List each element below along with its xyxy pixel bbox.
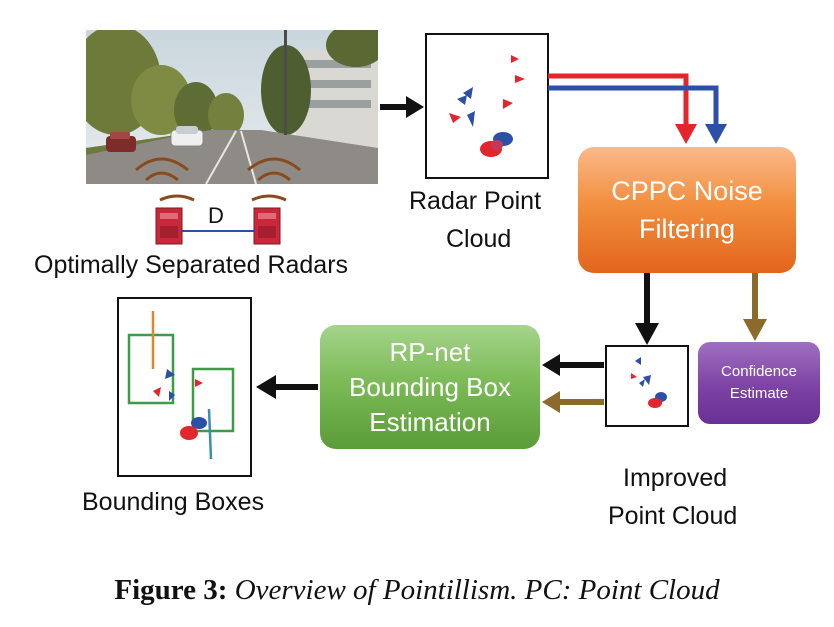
radar-pc-label-line2: Cloud: [446, 225, 512, 253]
arrows-radar-pc-to-cppc: [548, 73, 727, 144]
radars-caption: Optimally Separated Radars: [34, 251, 349, 279]
street-scene-photo: [86, 30, 378, 184]
bounding-boxes-panel: [117, 297, 252, 477]
arrow-rpnet-to-bboxes: [256, 375, 318, 399]
radar-point-cloud-points: [449, 55, 525, 157]
rpnet-line1: RP-net: [389, 336, 471, 367]
cppc-line1: CPPC Noise: [611, 176, 763, 206]
figure-label: Figure 3:: [114, 574, 228, 606]
distance-label: D: [208, 203, 224, 228]
improved-pc-label-line2: Point Cloud: [608, 502, 738, 530]
confidence-estimate-box: Confidence Estimate: [698, 342, 820, 424]
radar-pc-label-line1: Radar Point: [409, 187, 542, 215]
arrow-cppc-to-confidence: [743, 273, 767, 341]
cppc-noise-filtering-box: CPPC Noise Filtering: [578, 147, 796, 273]
improved-point-cloud-panel: [605, 345, 689, 427]
cppc-line2: Filtering: [638, 214, 736, 244]
improved-point-cloud-points: [631, 357, 667, 408]
arrow-cppc-to-improved-pc: [635, 273, 659, 345]
confidence-line1: Confidence: [721, 363, 797, 380]
rpnet-line2: Bounding Box: [349, 371, 511, 402]
improved-pc-label-line1: Improved: [623, 464, 728, 492]
confidence-line2: Estimate: [729, 385, 789, 402]
figure-text: Overview of Pointillism. PC: Point Cloud: [234, 574, 720, 606]
bounding-boxes-label: Bounding Boxes: [82, 488, 265, 516]
rpnet-bounding-box-estimation-box: RP-net Bounding Box Estimation: [320, 325, 540, 449]
arrow-improved-pc-to-rpnet-black: [542, 354, 604, 376]
arrow-improved-pc-to-rpnet-brown: [542, 391, 604, 413]
radar-pair-diagram: [155, 194, 287, 245]
bounding-boxes-drawing: [127, 311, 235, 460]
arrow-photo-to-radar-pc: [380, 96, 424, 118]
figure-caption: Figure 3: Overview of Pointillism. PC: P…: [0, 574, 834, 607]
rpnet-line3: Estimation: [369, 406, 491, 437]
